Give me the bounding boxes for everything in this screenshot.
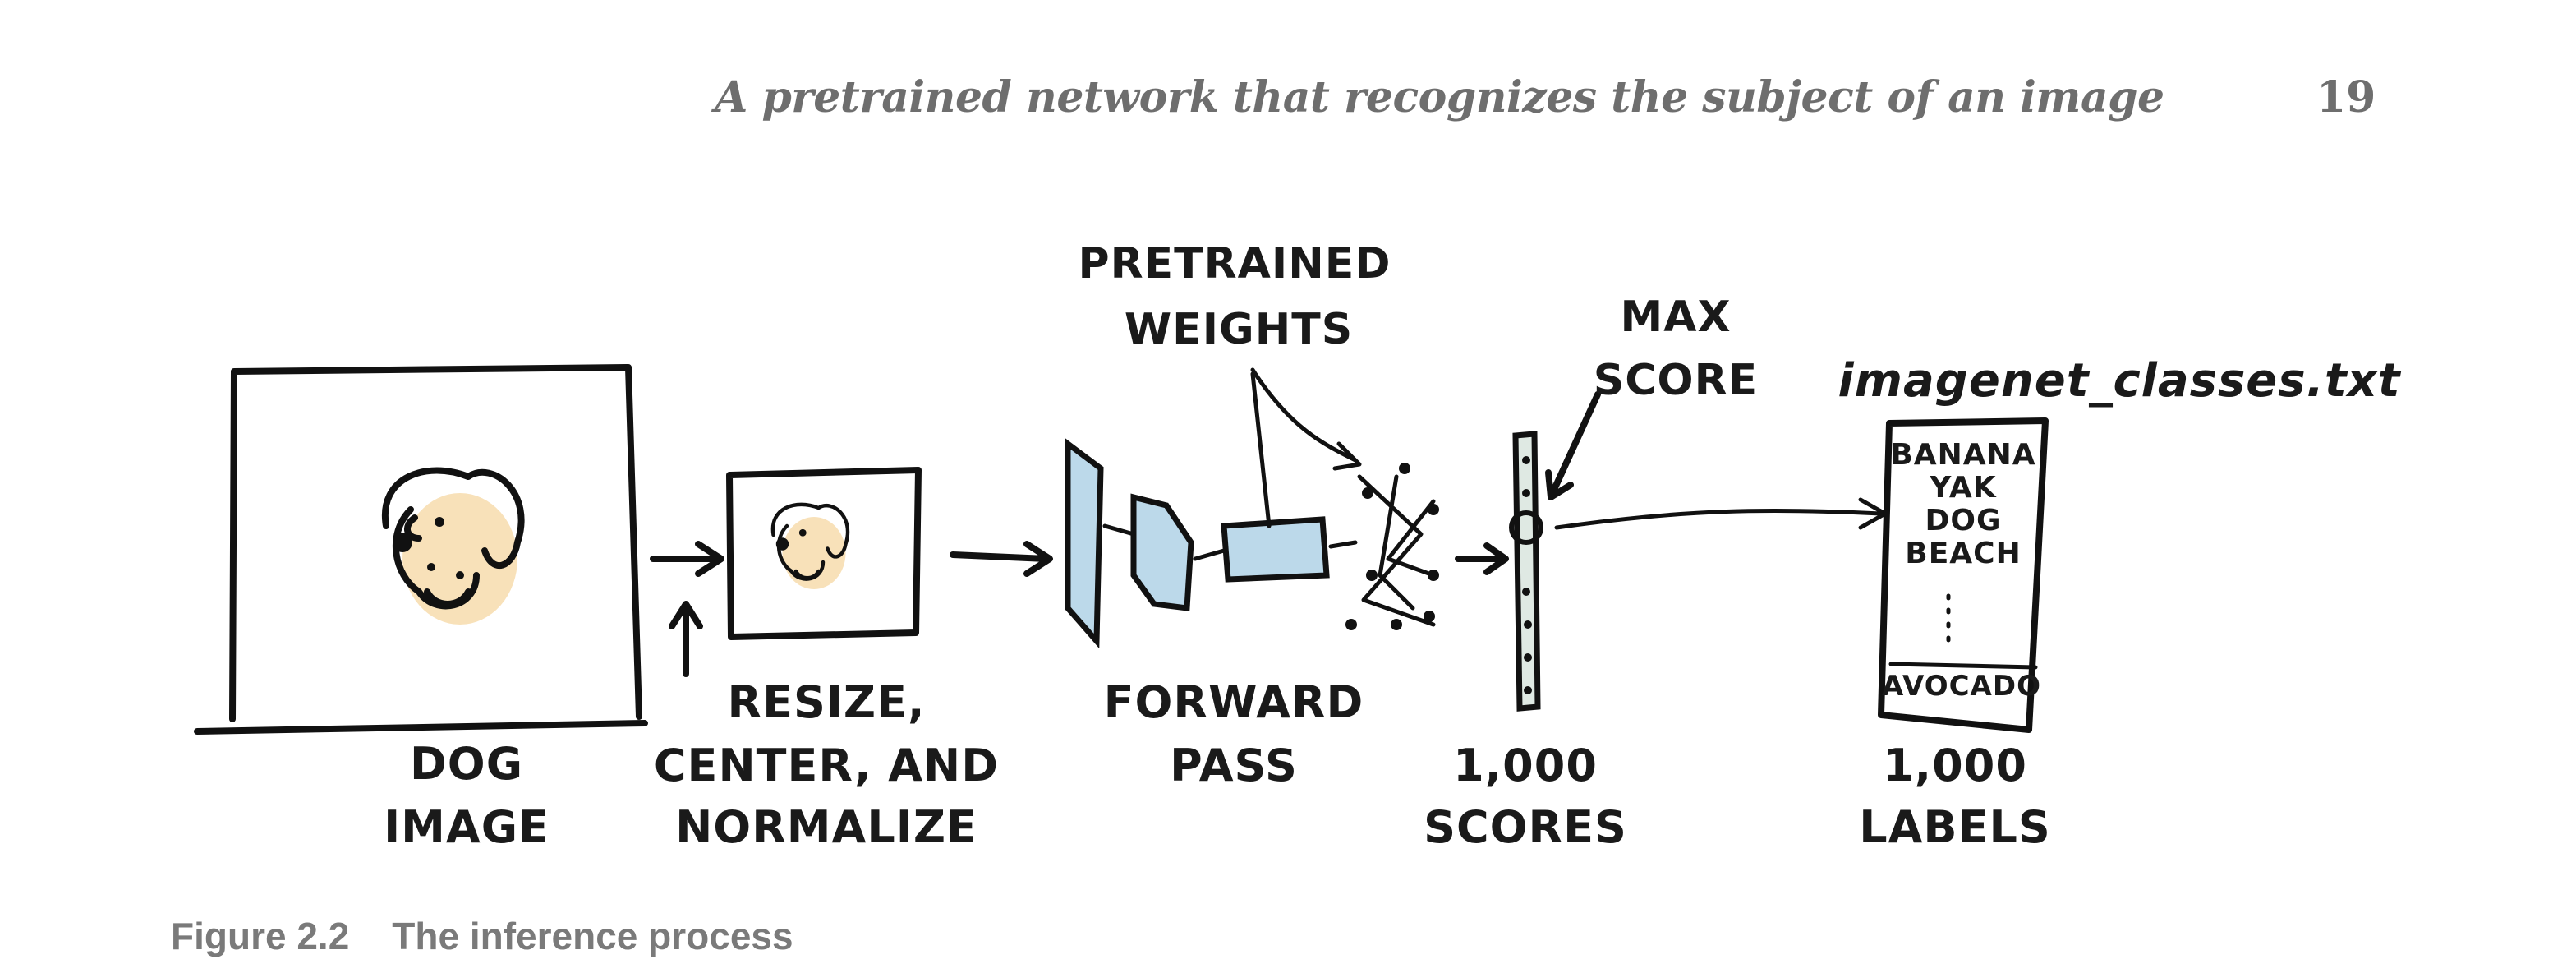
class-item: BEACH: [1905, 537, 2021, 570]
labels-divider: [1888, 662, 2038, 670]
class-item: BANANA: [1890, 438, 2036, 472]
page-number: 19: [2316, 72, 2376, 122]
resized-image-illustration: [726, 467, 922, 640]
labels-file-illustration: [1878, 417, 2049, 733]
label-scores-line1: 1,000: [1453, 740, 1598, 791]
small-dog-face-icon: [770, 502, 850, 589]
arrow-to-network: [950, 541, 1053, 577]
label-pretrained-weights-line2: WEIGHTS: [1125, 305, 1353, 354]
weights-arrow-1: [1250, 371, 1272, 528]
figure-caption-label: Figure 2.2: [171, 915, 350, 957]
arrow-to-labels: [1554, 497, 1888, 530]
dog-image-illustration: [194, 364, 648, 735]
label-dog-image-line2: IMAGE: [384, 801, 550, 853]
arrow-to-resize: [650, 541, 724, 577]
class-item: YAK: [1929, 471, 1996, 505]
label-dog-image-line1: DOG: [410, 738, 523, 790]
label-resize-line1: RESIZE,: [727, 676, 925, 728]
label-pretrained-weights-line1: PRETRAINED: [1079, 239, 1392, 288]
label-forward-pass-line1: FORWARD: [1104, 676, 1364, 728]
figure-caption: Figure 2.2 The inference process: [171, 914, 794, 958]
running-header-title: A pretrained network that recognizes the…: [715, 72, 2164, 122]
arrow-up-resize: [669, 601, 703, 677]
label-labels-line2: LABELS: [1859, 801, 2051, 853]
label-labels-line1: 1,000: [1883, 740, 2027, 791]
figure-caption-text: The inference process: [392, 915, 794, 957]
dog-face-icon: [381, 467, 525, 625]
label-resize-line2: CENTER, AND: [654, 740, 999, 791]
label-scores-line2: SCORES: [1424, 801, 1627, 853]
label-resize-line3: NORMALIZE: [675, 801, 978, 853]
label-max-score-line2: SCORE: [1594, 356, 1758, 405]
class-item: AVOCADO: [1882, 670, 2041, 703]
label-max-score-line1: MAX: [1620, 293, 1731, 342]
label-forward-pass-line2: PASS: [1170, 740, 1298, 791]
arrow-to-scores: [1455, 542, 1509, 575]
max-score-arrow: [1545, 391, 1601, 500]
scores-vector-illustration: [1509, 431, 1543, 712]
label-imagenet-classes-file: imagenet_classes.txt: [1838, 354, 2401, 408]
weights-arrow-2: [1250, 367, 1362, 471]
class-item: DOG: [1925, 504, 2001, 537]
neural-network-illustration: [1065, 438, 1439, 649]
